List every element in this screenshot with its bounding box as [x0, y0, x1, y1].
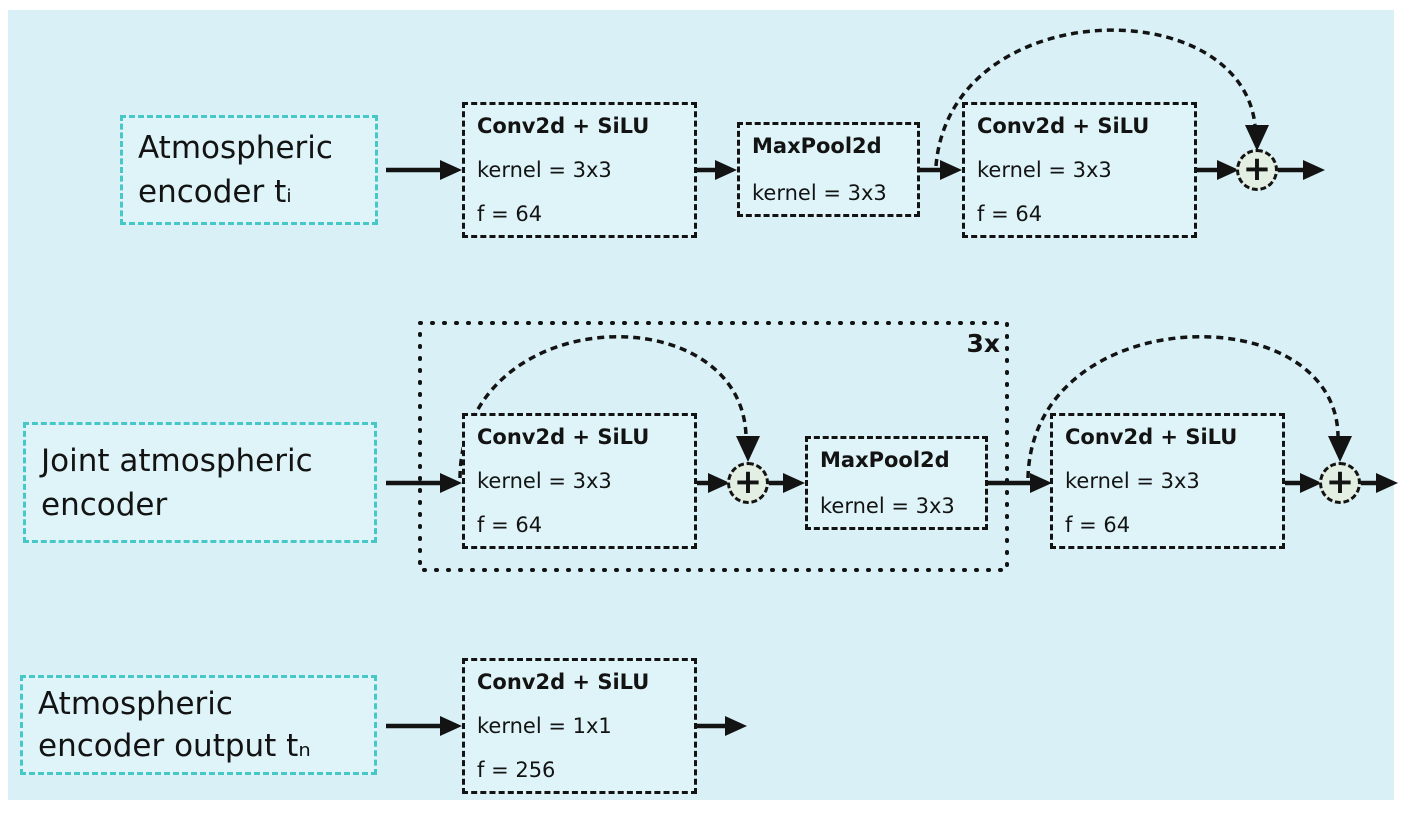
- add-icon: +: [1242, 148, 1272, 189]
- add-icon: +: [1325, 461, 1355, 502]
- skip-connection-arc: [458, 335, 748, 479]
- arrowhead-icon: [440, 160, 462, 180]
- label-line: Atmospheric: [138, 130, 333, 166]
- block-filters: f = 64: [477, 202, 543, 226]
- arrowhead-icon: [1030, 473, 1052, 493]
- arrowhead-icon: [440, 716, 462, 736]
- arrowhead-icon: [1217, 160, 1239, 180]
- skip-connection-arc: [1026, 335, 1340, 479]
- block-kernel: kernel = 3x3: [752, 181, 887, 205]
- label-atmospheric-encoder-ti: Atmospheric encoder tᵢ: [120, 115, 378, 225]
- block-conv2d-silu-r2b: Conv2d + SiLU kernel = 3x3 f = 64: [1050, 413, 1285, 549]
- block-title: Conv2d + SiLU: [477, 670, 650, 694]
- block-title: Conv2d + SiLU: [977, 114, 1150, 138]
- label-line: encoder tᵢ: [138, 174, 292, 210]
- arrowhead-icon: [725, 716, 747, 736]
- skip-connection-arc: [934, 28, 1257, 167]
- label-line: encoder output tₙ: [38, 728, 311, 764]
- arrowhead-icon: [715, 160, 737, 180]
- block-kernel: kernel = 3x3: [477, 469, 612, 493]
- block-title: MaxPool2d: [820, 448, 950, 472]
- repeat-count-badge: 3x: [966, 329, 1000, 358]
- arrowhead-icon: [1300, 473, 1322, 493]
- arrowhead-icon: [1328, 436, 1352, 462]
- block-filters: f = 256: [477, 758, 556, 782]
- block-maxpool2d-r2: MaxPool2d kernel = 3x3: [805, 436, 988, 530]
- label-atmospheric-encoder-output-tn: Atmospheric encoder output tₙ: [20, 675, 377, 775]
- arrowhead-icon: [1245, 125, 1269, 151]
- arrowhead-icon: [940, 160, 962, 180]
- block-kernel: kernel = 3x3: [1065, 469, 1200, 493]
- block-title: Conv2d + SiLU: [477, 114, 650, 138]
- add-icon: +: [733, 461, 763, 502]
- arrowhead-icon: [1376, 473, 1398, 493]
- label-line: encoder: [41, 486, 168, 523]
- arrowhead-icon: [1303, 160, 1325, 180]
- block-kernel: kernel = 1x1: [477, 714, 612, 738]
- add-node: +: [727, 462, 769, 504]
- repeat-group-border: [418, 321, 1009, 572]
- block-conv2d-silu-r1b: Conv2d + SiLU kernel = 3x3 f = 64: [962, 102, 1197, 238]
- arrowhead-icon: [736, 436, 760, 462]
- label-line: Atmospheric: [38, 686, 233, 722]
- block-filters: f = 64: [1065, 513, 1131, 537]
- block-title: Conv2d + SiLU: [477, 425, 650, 449]
- block-maxpool2d-r1: MaxPool2d kernel = 3x3: [737, 122, 920, 217]
- add-node: +: [1319, 462, 1361, 504]
- arrowhead-icon: [440, 473, 462, 493]
- block-filters: f = 64: [477, 513, 543, 537]
- block-conv2d-silu-r3: Conv2d + SiLU kernel = 1x1 f = 256: [462, 658, 697, 794]
- label-line: Joint atmospheric: [41, 442, 313, 479]
- block-title: MaxPool2d: [752, 134, 882, 158]
- block-conv2d-silu-r1a: Conv2d + SiLU kernel = 3x3 f = 64: [462, 102, 697, 238]
- add-node: +: [1236, 149, 1278, 191]
- block-filters: f = 64: [977, 202, 1043, 226]
- block-kernel: kernel = 3x3: [977, 158, 1112, 182]
- block-kernel: kernel = 3x3: [820, 494, 955, 518]
- block-title: Conv2d + SiLU: [1065, 425, 1238, 449]
- arrowhead-icon: [783, 473, 805, 493]
- block-conv2d-silu-r2a: Conv2d + SiLU kernel = 3x3 f = 64: [462, 413, 697, 549]
- block-kernel: kernel = 3x3: [477, 158, 612, 182]
- label-joint-atmospheric-encoder: Joint atmospheric encoder: [23, 422, 377, 543]
- arrowhead-icon: [708, 473, 730, 493]
